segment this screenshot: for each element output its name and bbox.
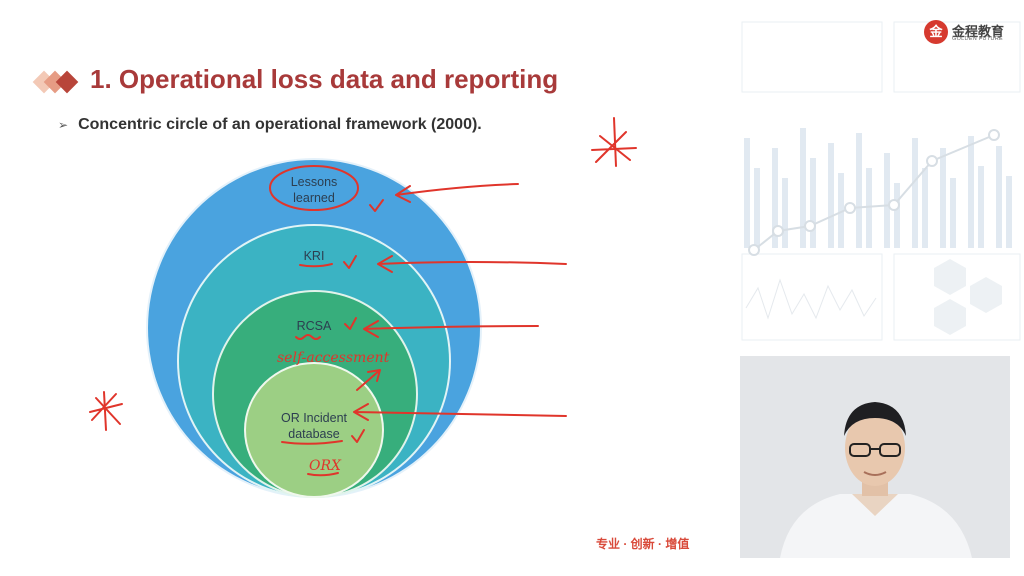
annotation-arrow-lessons [395,183,519,203]
label-or-incident-database: OR Incident database [280,411,347,441]
annotation-underline-orx [307,472,339,477]
bullet-arrow-icon: ➢ [58,118,69,132]
annotation-arrow-rcsa [363,320,539,338]
annotation-arrow-kri [377,255,567,273]
dashboard-background-graphic [741,21,1021,341]
annotation-star-right-icon [591,117,637,167]
annotation-self-assessment-text: self-accessment [277,350,390,366]
presenter-figure-icon [740,356,1010,558]
annotation-check-lessons [369,199,384,212]
subtitle-text: Concentric circle of an operational fram… [78,116,482,133]
annotation-underline-database [281,440,343,445]
logo-mark-icon: 金 [924,20,948,44]
logo-subtext: GOLDEN FUTURE [952,36,1003,42]
subtitle: ➢ Concentric circle of an operational fra… [58,116,482,134]
annotation-star-left-icon [89,391,123,431]
tagline: 专业 · 创新 · 增值 [596,537,690,551]
logo-text: 金程教育 [952,24,1005,39]
annotation-arrow-up [356,369,381,391]
annotation-check-rcsa [344,317,357,330]
label-kri: KRI [303,249,325,263]
slide-title: 1. Operational loss data and reporting [90,64,559,94]
brand-logo: 金 金程教育 GOLDEN FUTURE [924,20,1024,46]
annotation-check-database [351,429,365,443]
label-lessons-learned: Lessons learned [290,175,338,205]
annotation-arrow-database [353,403,567,421]
annotation-check-kri [343,255,357,269]
annotation-circle-lessons [269,165,359,211]
annotation-underline-kri [299,263,333,268]
label-rcsa: RCSA [296,319,332,333]
annotation-underline-rcsa [295,334,321,340]
presenter-video [740,356,1010,558]
annotation-orx-text: ORX [309,458,342,474]
